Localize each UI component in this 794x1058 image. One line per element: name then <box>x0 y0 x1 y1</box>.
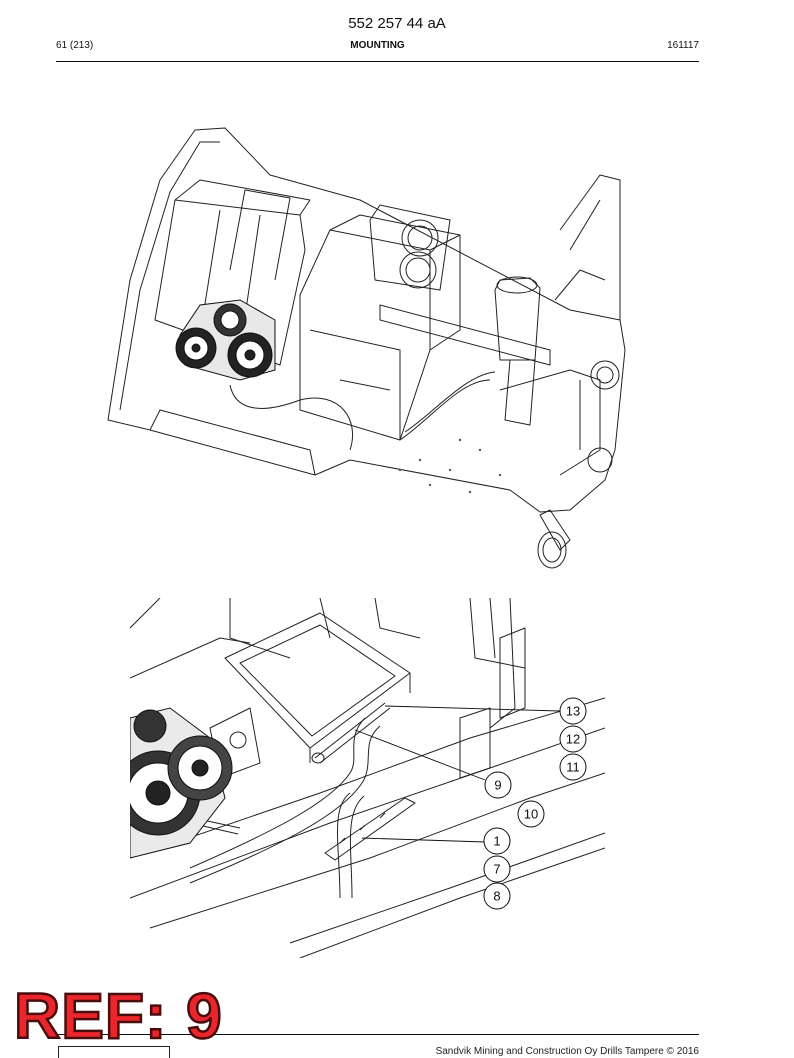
callout-9: 9 <box>484 771 512 799</box>
header-divider <box>56 61 699 62</box>
page-number: 61 (213) <box>56 40 94 51</box>
document-number: 552 257 44 aA <box>348 15 446 32</box>
svg-text:10: 10 <box>524 807 538 822</box>
company-logo <box>58 1046 170 1058</box>
page-header: 61 (213) MOUNTING 161117 <box>56 40 699 56</box>
svg-text:7: 7 <box>493 862 500 877</box>
callout-12: 12 <box>559 725 587 753</box>
callout-7: 7 <box>483 855 511 883</box>
svg-text:9: 9 <box>494 778 501 793</box>
svg-text:12: 12 <box>566 732 580 747</box>
callout-13: 11 <box>559 753 587 781</box>
callout-10: 10 <box>517 800 545 828</box>
callout-8: 8 <box>483 882 511 910</box>
detail-drawing <box>130 598 605 958</box>
callout-1: 1 <box>483 827 511 855</box>
svg-text:11: 11 <box>566 760 580 775</box>
svg-text:1: 1 <box>493 834 500 849</box>
date-code: 161117 <box>667 40 699 51</box>
ref-stamp: REF: 9 <box>13 980 223 1052</box>
svg-text:8: 8 <box>493 889 500 904</box>
footer-divider <box>56 1034 699 1035</box>
footer-copyright: Sandvik Mining and Construction Oy Drill… <box>435 1046 699 1057</box>
section-title: MOUNTING <box>350 40 405 51</box>
overview-drawing <box>107 127 626 569</box>
callout-11: 13 <box>559 697 587 725</box>
svg-text:13: 13 <box>566 704 580 719</box>
